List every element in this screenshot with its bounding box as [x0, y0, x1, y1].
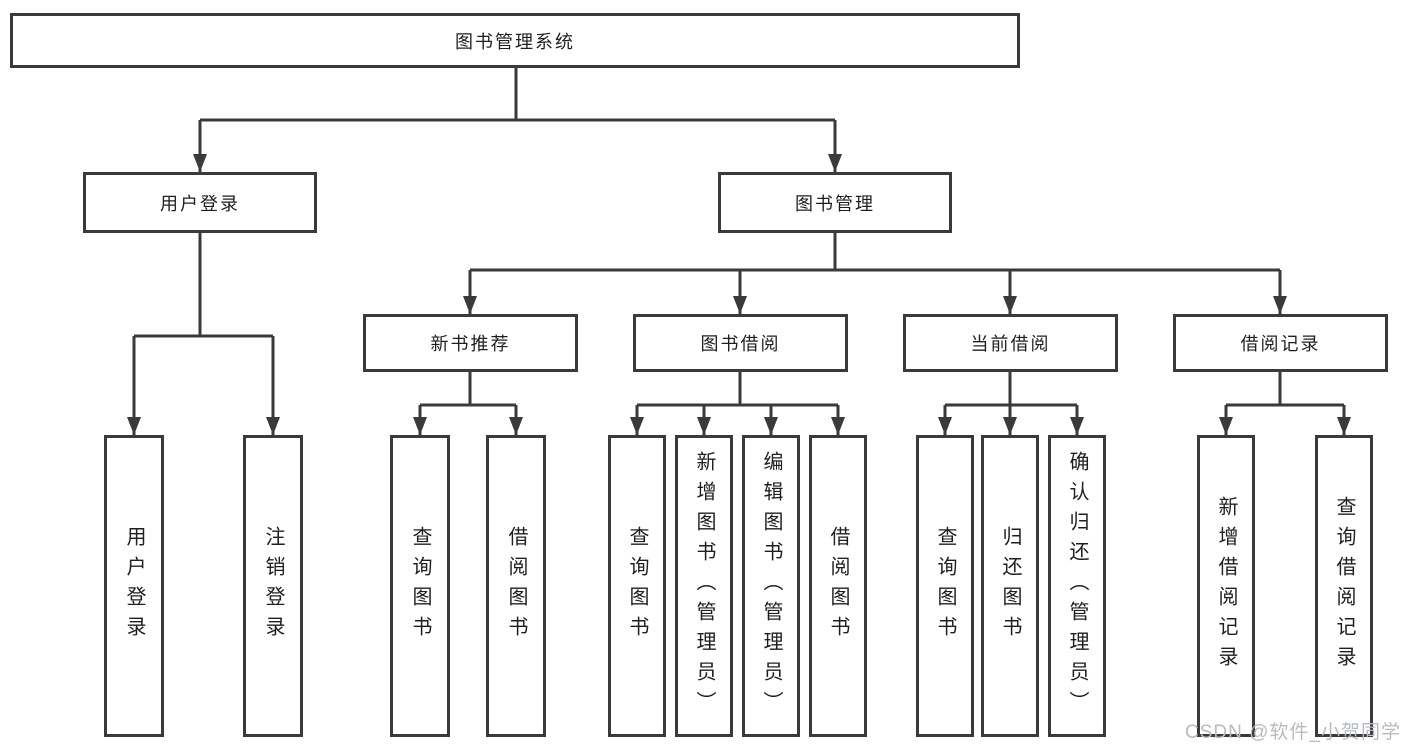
leaf-borrow-books: 借阅图书 [809, 435, 867, 737]
connector-borrow-records-branch [1219, 372, 1351, 435]
leaf-current-query-books-label: 查询图书 [934, 526, 956, 646]
leaf-current-query-books: 查询图书 [916, 435, 974, 737]
watermark: CSDN @软件_小贺同学 [1185, 722, 1401, 743]
leaf-logout: 注销登录 [243, 435, 303, 737]
node-root-label: 图书管理系统 [455, 31, 575, 52]
node-user-login: 用户登录 [83, 172, 317, 233]
node-new-book-recommend-label: 新书推荐 [430, 334, 511, 354]
leaf-borrow-query-books-label: 查询图书 [626, 526, 648, 646]
leaf-add-books-admin-label: 新增图书（管理员） [693, 451, 715, 721]
node-current-borrow: 当前借阅 [903, 314, 1118, 372]
connector-root-to-level2 [193, 68, 842, 172]
leaf-add-borrow-record: 新增借阅记录 [1197, 435, 1255, 737]
leaf-newbook-query-books: 查询图书 [390, 435, 450, 737]
node-book-management-label: 图书管理 [795, 193, 875, 214]
leaf-edit-books-admin: 编辑图书（管理员） [742, 435, 800, 737]
node-book-borrow: 图书借阅 [633, 314, 848, 372]
node-new-book-recommend: 新书推荐 [363, 314, 578, 372]
leaf-edit-books-admin-label: 编辑图书（管理员） [760, 451, 782, 721]
leaf-confirm-return-admin: 确认归还（管理员） [1048, 435, 1106, 737]
leaf-query-borrow-record: 查询借阅记录 [1315, 435, 1373, 737]
connector-user-login-branch [127, 233, 280, 435]
leaf-borrow-query-books: 查询图书 [608, 435, 666, 737]
connector-book-mgmt-to-level3 [463, 233, 1287, 314]
leaf-newbook-borrow-books: 借阅图书 [486, 435, 546, 737]
node-current-borrow-label: 当前借阅 [970, 334, 1051, 354]
leaf-add-books-admin: 新增图书（管理员） [675, 435, 733, 737]
node-book-borrow-label: 图书借阅 [700, 334, 781, 354]
leaf-query-borrow-record-label: 查询借阅记录 [1333, 496, 1355, 676]
leaf-newbook-borrow-books-label: 借阅图书 [505, 526, 527, 646]
leaf-return-books-label: 归还图书 [999, 526, 1021, 646]
connector-new-book-branch [413, 372, 523, 435]
leaf-add-borrow-record-label: 新增借阅记录 [1215, 496, 1237, 676]
connector-current-borrow-branch [938, 372, 1084, 435]
node-borrow-records-label: 借阅记录 [1240, 334, 1321, 354]
leaf-user-login-label: 用户登录 [123, 526, 145, 646]
connector-book-borrow-branch [630, 372, 845, 435]
leaf-user-login: 用户登录 [104, 435, 164, 737]
leaf-return-books: 归还图书 [981, 435, 1039, 737]
leaf-borrow-books-label: 借阅图书 [827, 526, 849, 646]
node-borrow-records: 借阅记录 [1173, 314, 1388, 372]
leaf-logout-label: 注销登录 [262, 526, 284, 646]
leaf-newbook-query-books-label: 查询图书 [409, 526, 431, 646]
leaf-confirm-return-admin-label: 确认归还（管理员） [1066, 451, 1088, 721]
node-user-login-label: 用户登录 [160, 193, 240, 214]
node-book-management: 图书管理 [718, 172, 952, 233]
node-root: 图书管理系统 [10, 13, 1020, 68]
